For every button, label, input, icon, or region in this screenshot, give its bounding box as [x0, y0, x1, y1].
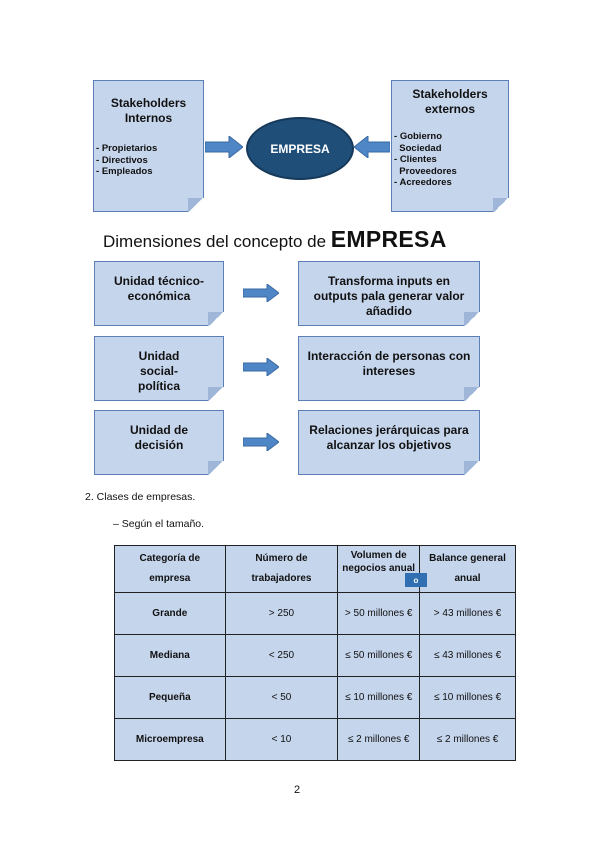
arrow-left-icon: [354, 136, 390, 158]
list-item: Propietarios: [96, 143, 157, 155]
table-cell: Mediana: [114, 634, 226, 677]
table-cell: Pequeña: [114, 676, 226, 719]
arrow-right-icon: [243, 284, 279, 302]
table-cell: ≤ 10 millones €: [337, 676, 421, 719]
list-item: Acreedores: [394, 177, 457, 189]
page-fold-corner: [208, 461, 224, 475]
table-header-cell: Número de trabajadores: [224, 545, 339, 593]
table-row: Grande > 250 > 50 millones € > 43 millon…: [114, 592, 516, 635]
page-fold-corner: [464, 387, 480, 401]
table-row: Pequeña < 50 ≤ 10 millones € ≤ 10 millon…: [114, 676, 516, 719]
dimension-left-box: Unidad social-política: [94, 336, 224, 401]
arrow-right-icon: [243, 358, 279, 376]
internal-stakeholders-title: Stakeholders Internos: [110, 96, 187, 125]
arrow-right-icon: [205, 136, 243, 158]
external-stakeholders-list: Gobierno Sociedad Clientes Proveedores A…: [394, 131, 457, 189]
list-item: Empleados: [96, 166, 157, 178]
external-stakeholders-box: Stakeholders externos Gobierno Sociedad …: [391, 80, 509, 212]
list-item: Sociedad: [399, 142, 442, 154]
table-cell: > 43 millones €: [419, 592, 516, 635]
internal-stakeholders-list: Propietarios Directivos Empleados: [96, 143, 157, 178]
table-cell: > 250: [224, 592, 339, 635]
page-fold-corner: [464, 461, 480, 475]
list-item: Clientes: [394, 154, 457, 166]
list-item: Directivos: [96, 155, 157, 167]
table-cell: ≤ 2 millones €: [337, 718, 421, 761]
dimension-left-box: Unidad técnico-económica: [94, 261, 224, 326]
table-cell: ≤ 2 millones €: [419, 718, 516, 761]
table-cell: ≤ 50 millones €: [337, 634, 421, 677]
page-fold-corner: [188, 198, 204, 212]
table-row: Mediana < 250 ≤ 50 millones € ≤ 43 millo…: [114, 634, 516, 677]
page-fold-corner: [208, 387, 224, 401]
dimension-right-text: Relaciones jerárquicas para alcanzar los…: [309, 423, 469, 452]
list-item: Proveedores: [399, 165, 457, 177]
dimensions-title-prefix: Dimensiones del concepto de: [103, 232, 327, 251]
table-cell: < 10: [224, 718, 339, 761]
dimension-right-box: Interacción de personas con intereses: [298, 336, 480, 401]
table-cell: < 50: [224, 676, 339, 719]
arrow-right-icon: [243, 433, 279, 451]
dimensions-title: Dimensiones del concepto de EMPRESA: [103, 226, 447, 253]
table-cell: ≤ 10 millones €: [419, 676, 516, 719]
empresa-label: EMPRESA: [270, 141, 330, 156]
table-row: Microempresa < 10 ≤ 2 millones € ≤ 2 mil…: [114, 718, 516, 761]
table-badge: o: [405, 573, 427, 587]
table-cell: Microempresa: [114, 718, 226, 761]
table-cell: > 50 millones €: [337, 592, 421, 635]
list-item: Gobierno: [394, 131, 457, 143]
dimensions-title-main: EMPRESA: [330, 226, 447, 252]
page-fold-corner: [493, 198, 509, 212]
section-subheading: – Según el tamaño.: [113, 518, 205, 530]
internal-stakeholders-box: Stakeholders Internos Propietarios Direc…: [93, 80, 204, 212]
dimension-left-box: Unidad de decisión: [94, 410, 224, 475]
table-cell: < 250: [224, 634, 339, 677]
page-fold-corner: [464, 312, 480, 326]
dimension-right-text: Interacción de personas con intereses: [307, 349, 471, 378]
section-heading: 2. Clases de empresas.: [85, 491, 196, 503]
table-header-cell: Balance general anual: [419, 545, 516, 593]
page-number: 2: [294, 784, 301, 796]
table-header-row: Categoría de empresa Número de trabajado…: [114, 545, 516, 593]
dimension-right-box: Relaciones jerárquicas para alcanzar los…: [298, 410, 480, 475]
dimension-right-text: Transforma inputs en outputs pala genera…: [313, 274, 465, 318]
company-size-table: Categoría de empresa Número de trabajado…: [114, 545, 516, 761]
dimension-left-text: Unidad técnico-económica: [113, 274, 204, 303]
page-fold-corner: [208, 312, 224, 326]
table-cell: Grande: [114, 592, 226, 635]
table-cell: ≤ 43 millones €: [419, 634, 516, 677]
empresa-ellipse: EMPRESA: [246, 117, 354, 180]
table-header-cell: Categoría de empresa: [114, 545, 226, 593]
dimension-left-text: Unidad social-política: [137, 349, 180, 393]
external-stakeholders-title: Stakeholders externos: [412, 87, 488, 116]
dimension-right-box: Transforma inputs en outputs pala genera…: [298, 261, 480, 326]
dimension-left-text: Unidad de decisión: [129, 423, 188, 452]
